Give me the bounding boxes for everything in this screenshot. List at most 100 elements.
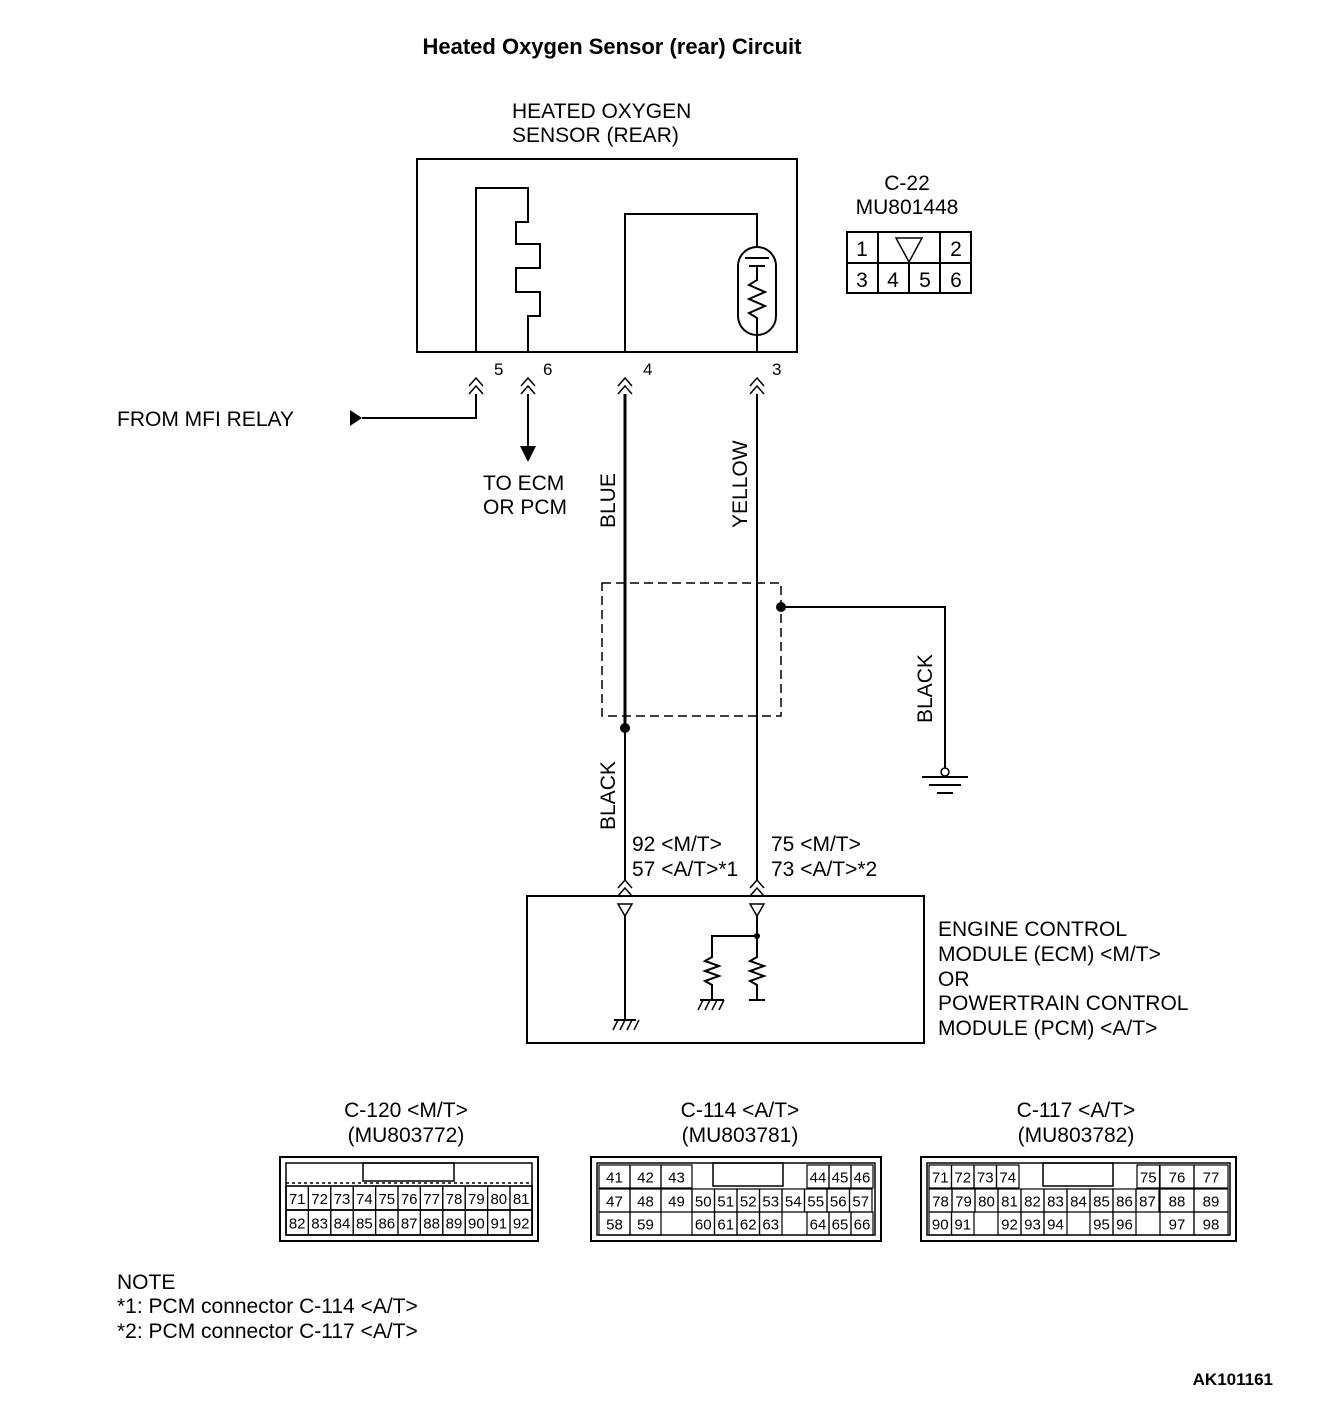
c114-pin-48: 48 [637,1194,654,1211]
ecm-box [526,895,925,1044]
c117-pin-89: 89 [1203,1194,1220,1211]
sensor-wire-4-internal [624,213,758,352]
connector-mark-3 [749,376,765,395]
c22-pin-6: 6 [950,269,962,292]
c117-pin-87-cell [1135,1188,1160,1213]
c22-pin-1: 1 [856,238,868,261]
c114-pin-44: 44 [810,1170,827,1187]
ecm-label-line4: POWERTRAIN CONTROL [938,992,1188,1015]
c120-pin-91: 91 [490,1216,507,1233]
wire-label-black-ground: BLACK [914,654,937,723]
c120-pin-73: 73 [334,1191,351,1208]
c120-pin-83: 83 [311,1216,328,1233]
terminal-4: 4 [643,360,652,379]
c117-pin-88: 88 [1169,1194,1186,1211]
c117-pin-72: 72 [954,1170,971,1187]
c114-pin-64: 64 [810,1217,827,1234]
c114-pin-55: 55 [807,1194,824,1211]
c120-pin-92: 92 [513,1216,530,1233]
c117-pin-84: 84 [1070,1194,1087,1211]
c117-pin-91: 91 [954,1217,971,1234]
c117-pin-90: 90 [932,1217,949,1234]
c120-part: (MU803772) [348,1124,465,1147]
cell-resistor [746,266,768,352]
c120-pin-86: 86 [378,1216,395,1233]
c114-pin-62: 62 [740,1217,757,1234]
c114-pin-50: 50 [695,1194,712,1211]
c117-pin-93: 93 [1024,1217,1041,1234]
ecm-resistor-right [747,916,767,1000]
ecm-label-line3: OR [938,968,970,991]
c117-pin-86: 86 [1116,1194,1133,1211]
diagram-title: Heated Oxygen Sensor (rear) Circuit [422,34,802,59]
c114-pin-45: 45 [832,1170,849,1187]
c117-pin-96: 96 [1116,1217,1133,1234]
ground-terminal [940,767,950,777]
c120-pin-78: 78 [446,1191,463,1208]
c117-pin-73: 73 [977,1170,994,1187]
note-line1: *1: PCM connector C-114 <A/T> [117,1295,418,1318]
wire-mfi-relay [362,394,477,419]
c114-pin-46: 46 [854,1170,871,1187]
c114-pin-60: 60 [695,1217,712,1234]
ecm-resistor-ground-hatch [697,999,725,1011]
c114-pin-51: 51 [717,1194,734,1211]
c114-pin-58: 58 [606,1217,623,1234]
c114-pin-61: 61 [717,1217,734,1234]
figure-id: AK101161 [1193,1370,1273,1389]
ecm-pin-left-line2: 57 <A/T>*1 [632,858,738,881]
c22-pin-3: 3 [856,269,868,292]
c120-pin-72: 72 [311,1191,328,1208]
c117-title: C-117 <A/T> [1017,1099,1136,1122]
terminal-3: 3 [772,360,781,379]
c120-pin-87: 87 [401,1216,418,1233]
wire-black-ground [781,606,946,768]
c117-pin-75: 75 [1140,1170,1157,1187]
c114-pin-53: 53 [762,1194,779,1211]
wire-label-yellow: YELLOW [729,440,752,528]
wire-label-blue: BLUE [597,473,620,528]
c117-pin-74-cell [995,1164,1020,1189]
c120-pin-89: 89 [446,1216,463,1233]
to-ecm-line2: OR PCM [483,496,567,519]
shield-box [601,582,782,717]
ecm-label-line5: MODULE (PCM) <A/T> [938,1017,1157,1040]
c114-title: C-114 <A/T> [681,1099,800,1122]
c120-pin-81: 81 [513,1191,530,1208]
c117-pin-94: 94 [1047,1217,1064,1234]
c120-pin-79: 79 [468,1191,485,1208]
c120-pin-76: 76 [401,1191,418,1208]
c117-pin-77-cell [1193,1164,1229,1189]
c114-pin-42: 42 [637,1170,654,1187]
c114-pin-66-cell [850,1211,874,1236]
c22-pin-5: 5 [919,269,931,292]
ecm-connector-mark-left [617,878,633,897]
ecm-pin-right-line2: 73 <A/T>*2 [771,858,877,881]
ecm-label-line2: MODULE (ECM) <M/T> [938,943,1161,966]
c120-pin-80: 80 [490,1191,507,1208]
c114-pin-43-cell [660,1164,693,1189]
c120-pin-84: 84 [334,1216,351,1233]
c120-pin-74: 74 [356,1191,373,1208]
c114-pin-63: 63 [762,1217,779,1234]
c117-pin-96-cell [1112,1211,1137,1236]
c114-pin-46-cell [850,1164,874,1189]
c114-pin-41: 41 [606,1170,623,1187]
c22-pin-4: 4 [887,269,899,292]
c117-pin-92: 92 [1001,1217,1018,1234]
c117-pin-87: 87 [1139,1194,1156,1211]
c117-pin-85: 85 [1093,1194,1110,1211]
c120-pin-88: 88 [423,1216,440,1233]
c117-pin-77: 77 [1203,1170,1220,1187]
c114-pin-59-cell [629,1211,662,1236]
ecm-pin-right-line1: 75 <M/T> [771,833,861,856]
ecm-pin-left-line1: 92 <M/T> [632,833,722,856]
output-arrow [520,446,536,462]
c117-connector-face [920,1156,1237,1242]
c117-pin-82: 82 [1024,1194,1041,1211]
c117-pin-81: 81 [1001,1194,1018,1211]
wire-label-black-signal: BLACK [597,761,620,830]
